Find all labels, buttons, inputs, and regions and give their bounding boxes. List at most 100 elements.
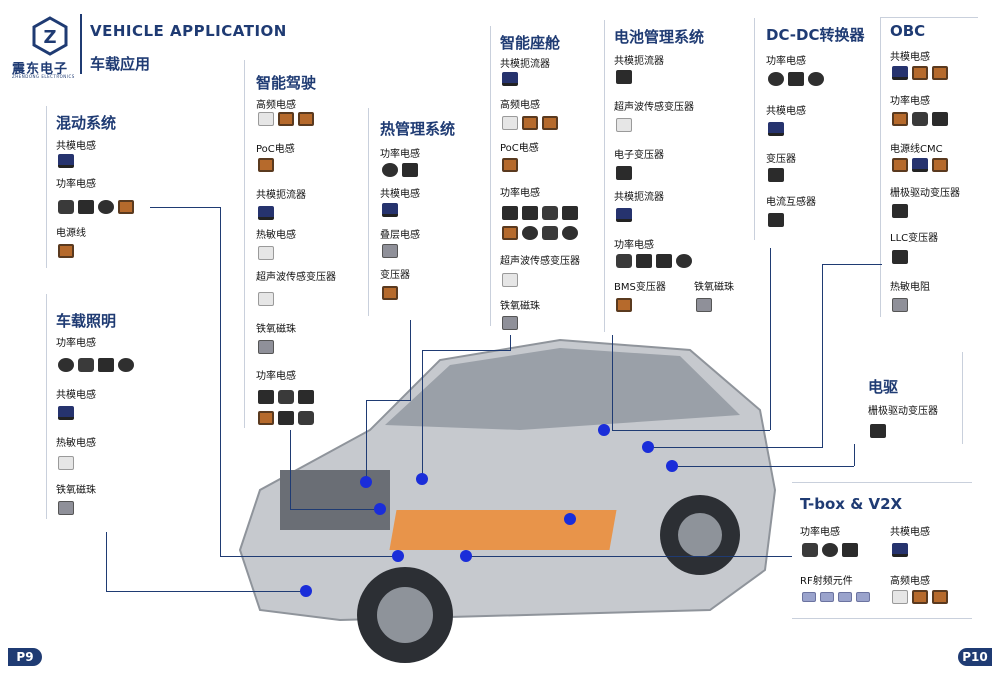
- adas-item: 超声波传感变压器: [256, 272, 336, 283]
- inductor-icon: [98, 358, 114, 372]
- inductor-icon: [932, 66, 948, 80]
- sensor-icon: [258, 292, 274, 306]
- lighting-item: 铁氧磁珠: [56, 485, 96, 496]
- tbox-item: RF射频元件: [800, 576, 853, 587]
- transformer-icon: [382, 286, 398, 300]
- leader-line: [510, 335, 511, 351]
- tbox-components: [892, 543, 908, 557]
- adas-item: 热敏电感: [256, 230, 296, 241]
- page-number-left: P9: [8, 648, 42, 666]
- inductor-icon: [912, 112, 928, 126]
- hybrid-item: 功率电感: [56, 179, 96, 190]
- obc-components: [892, 250, 908, 264]
- transformer-icon: [870, 424, 886, 438]
- cockpit-components: [502, 316, 518, 330]
- inductor-icon: [542, 206, 558, 220]
- thermal-item: 变压器: [380, 270, 410, 281]
- edrive-item: 栅极驱动变压器: [868, 406, 938, 417]
- cockpit-item: 共模扼流器: [500, 59, 550, 70]
- adas-item: 功率电感: [256, 371, 296, 382]
- hybrid-border: [46, 106, 47, 268]
- cockpit-components: [502, 273, 518, 287]
- inductor-icon: [118, 358, 134, 372]
- dcdc-components: [768, 72, 824, 86]
- thermal-components: [382, 286, 398, 300]
- bms-border: [604, 20, 605, 332]
- dcdc-components: [768, 168, 784, 182]
- bms-item: 共模扼流器: [614, 56, 664, 67]
- inductor-icon: [382, 163, 398, 177]
- bms-item: 功率电感: [614, 240, 654, 251]
- bead-icon: [502, 316, 518, 330]
- tbox-item: 高频电感: [890, 576, 930, 587]
- leader-line: [854, 444, 855, 466]
- dcdc-components: [768, 213, 784, 227]
- inductor-icon: [892, 112, 908, 126]
- chip-icon: [258, 112, 274, 126]
- inductor-icon: [502, 226, 518, 240]
- obc-components: [892, 66, 948, 80]
- leader-line: [422, 350, 510, 351]
- tbox-item: 共模电感: [890, 527, 930, 538]
- obc-title: OBC: [890, 22, 926, 40]
- dcdc-item: 共模电感: [766, 106, 806, 117]
- dcdc-title: DC-DC转换器: [766, 26, 865, 44]
- tbox-item: 功率电感: [800, 527, 840, 538]
- cockpit-components: [502, 206, 578, 220]
- obc-item: 功率电感: [890, 96, 930, 107]
- leader-line: [106, 591, 306, 592]
- inductor-icon: [912, 66, 928, 80]
- inductor-icon: [562, 226, 578, 240]
- inductor-icon: [278, 390, 294, 404]
- chip-icon: [502, 116, 518, 130]
- dcdc-item: 功率电感: [766, 56, 806, 67]
- transformer-icon: [892, 250, 908, 264]
- inductor-icon: [502, 158, 518, 172]
- connection-dot: [598, 424, 610, 436]
- dcdc-border: [754, 18, 755, 240]
- chip-icon: [892, 298, 908, 312]
- tbox-border: [792, 618, 972, 619]
- adas-components: [258, 158, 274, 172]
- bms-item: 共模扼流器: [614, 192, 664, 203]
- inductor-icon: [58, 200, 74, 214]
- cockpit-components: [502, 158, 518, 172]
- inductor-icon: [118, 200, 134, 214]
- leader-line: [220, 207, 221, 557]
- tbox-title: T-box & V2X: [800, 495, 903, 513]
- transformer-icon: [616, 166, 632, 180]
- transformer-icon: [892, 204, 908, 218]
- rf-component-icon: [856, 592, 870, 602]
- cockpit-components: [502, 72, 518, 86]
- edrive-border: [962, 352, 963, 444]
- leader-line: [822, 264, 823, 447]
- inductor-icon: [616, 70, 632, 84]
- leader-line: [366, 400, 367, 482]
- inductor-icon: [382, 203, 398, 217]
- leader-line: [290, 430, 291, 510]
- inductor-icon: [98, 200, 114, 214]
- cockpit-item: 超声波传感变压器: [500, 256, 580, 267]
- connection-dot: [666, 460, 678, 472]
- inductor-icon: [258, 390, 274, 404]
- adas-item: 共模扼流器: [256, 190, 306, 201]
- leader-line: [612, 430, 770, 431]
- obc-components: [892, 158, 948, 172]
- leader-line: [422, 350, 423, 480]
- leader-line: [290, 509, 380, 510]
- bms-components: [616, 254, 692, 268]
- adas-item: PoC电感: [256, 144, 295, 155]
- adas-components: [258, 390, 314, 404]
- cockpit-components: [502, 226, 578, 240]
- connection-dot: [300, 585, 312, 597]
- inductor-icon: [788, 72, 804, 86]
- inductor-icon: [842, 543, 858, 557]
- inductor-icon: [278, 112, 294, 126]
- bead-icon: [58, 501, 74, 515]
- bms-components: [616, 208, 632, 222]
- inductor-icon: [676, 254, 692, 268]
- adas-components: [258, 292, 274, 306]
- inductor-icon: [542, 226, 558, 240]
- cockpit-item: 高频电感: [500, 100, 540, 111]
- zd-logo-icon: Z: [32, 16, 68, 56]
